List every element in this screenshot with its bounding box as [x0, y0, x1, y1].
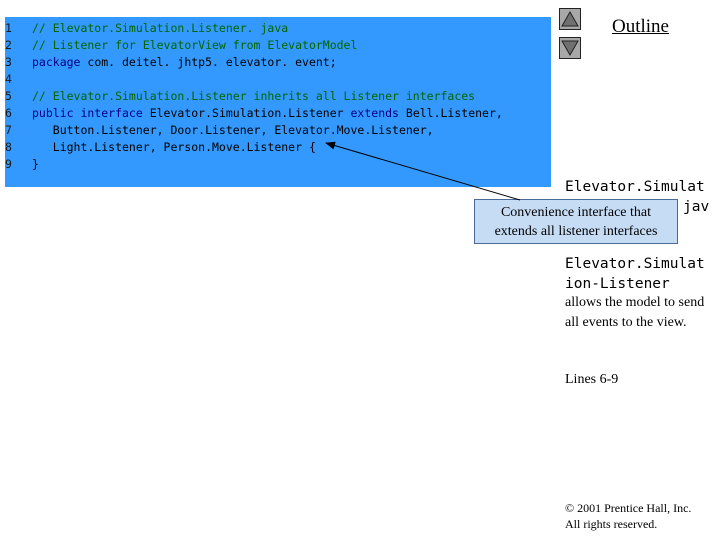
code-text: Light.Listener, Person.Move.Listener {	[32, 139, 316, 156]
plain-token: Light.Listener, Person.Move.Listener {	[32, 140, 316, 154]
callout-text-line-1: Convenience interface that	[500, 205, 652, 220]
previous-slide-button[interactable]	[559, 8, 581, 30]
lines-reference: Lines 6-9	[565, 372, 619, 387]
code-text: Button.Listener, Door.Listener, Elevator…	[32, 122, 434, 139]
code-text: public interface Elevator.Simulation.Lis…	[32, 105, 503, 122]
copyright-line-2: All rights reserved.	[565, 517, 658, 531]
line-number: 1	[5, 21, 12, 35]
plain-token: Button.Listener, Door.Listener, Elevator…	[32, 123, 434, 137]
callout-box: Convenience interface that extends all l…	[474, 199, 678, 244]
line-number: 9	[5, 157, 12, 171]
triangle-up-icon	[561, 10, 579, 27]
triangle-down-icon	[561, 40, 579, 57]
code-text: // Listener for ElevatorView from Elevat…	[32, 37, 357, 54]
code-text: // Elevator.Simulation.Listener. java	[32, 20, 288, 37]
comment-token: // Elevator.Simulation.Listener inherits…	[32, 89, 476, 103]
file-name-line-2: jav	[683, 199, 710, 215]
keyword-token: package	[32, 55, 81, 69]
line-number: 2	[5, 38, 12, 52]
outline-title[interactable]: Outline	[612, 16, 669, 37]
line-number: 4	[5, 72, 12, 86]
line-number: 5	[5, 89, 12, 103]
code-text: // Elevator.Simulation.Listener inherits…	[32, 88, 475, 105]
copyright: © 2001 Prentice Hall, Inc. All rights re…	[565, 500, 691, 532]
keyword-token: extends	[350, 106, 399, 120]
line-number: 7	[5, 123, 12, 137]
plain-token: com. deitel. jhtp5. elevator. event;	[80, 55, 337, 69]
plain-token: Bell.Listener,	[398, 106, 503, 120]
interface-name-line-1: Elevator.Simulat	[565, 256, 705, 272]
code-panel: 1 // Elevator.Simulation.Listener. java 2 /…	[5, 17, 551, 187]
interface-description: allows the model to send all events to t…	[565, 295, 705, 330]
comment-token: // Listener for ElevatorView from Elevat…	[32, 38, 358, 52]
file-name-line-1: Elevator.Simulat	[565, 179, 705, 195]
callout-text-line-2: extends all listener interfaces	[494, 224, 658, 239]
line-number: 3	[5, 55, 12, 69]
code-text: }	[32, 156, 39, 173]
line-number: 8	[5, 140, 12, 154]
keyword-token: public interface	[32, 106, 143, 120]
copyright-line-1: © 2001 Prentice Hall, Inc.	[565, 501, 692, 515]
code-text: package com. deitel. jhtp5. elevator. ev…	[32, 54, 337, 71]
plain-token: Elevator.Simulation.Listener	[142, 106, 351, 120]
comment-token: // Elevator.Simulation.Listener. java	[32, 21, 289, 35]
plain-token: }	[32, 157, 39, 171]
next-slide-button[interactable]	[559, 37, 581, 59]
interface-name-line-2: ion-Listener	[565, 276, 670, 292]
line-number: 6	[5, 106, 12, 120]
